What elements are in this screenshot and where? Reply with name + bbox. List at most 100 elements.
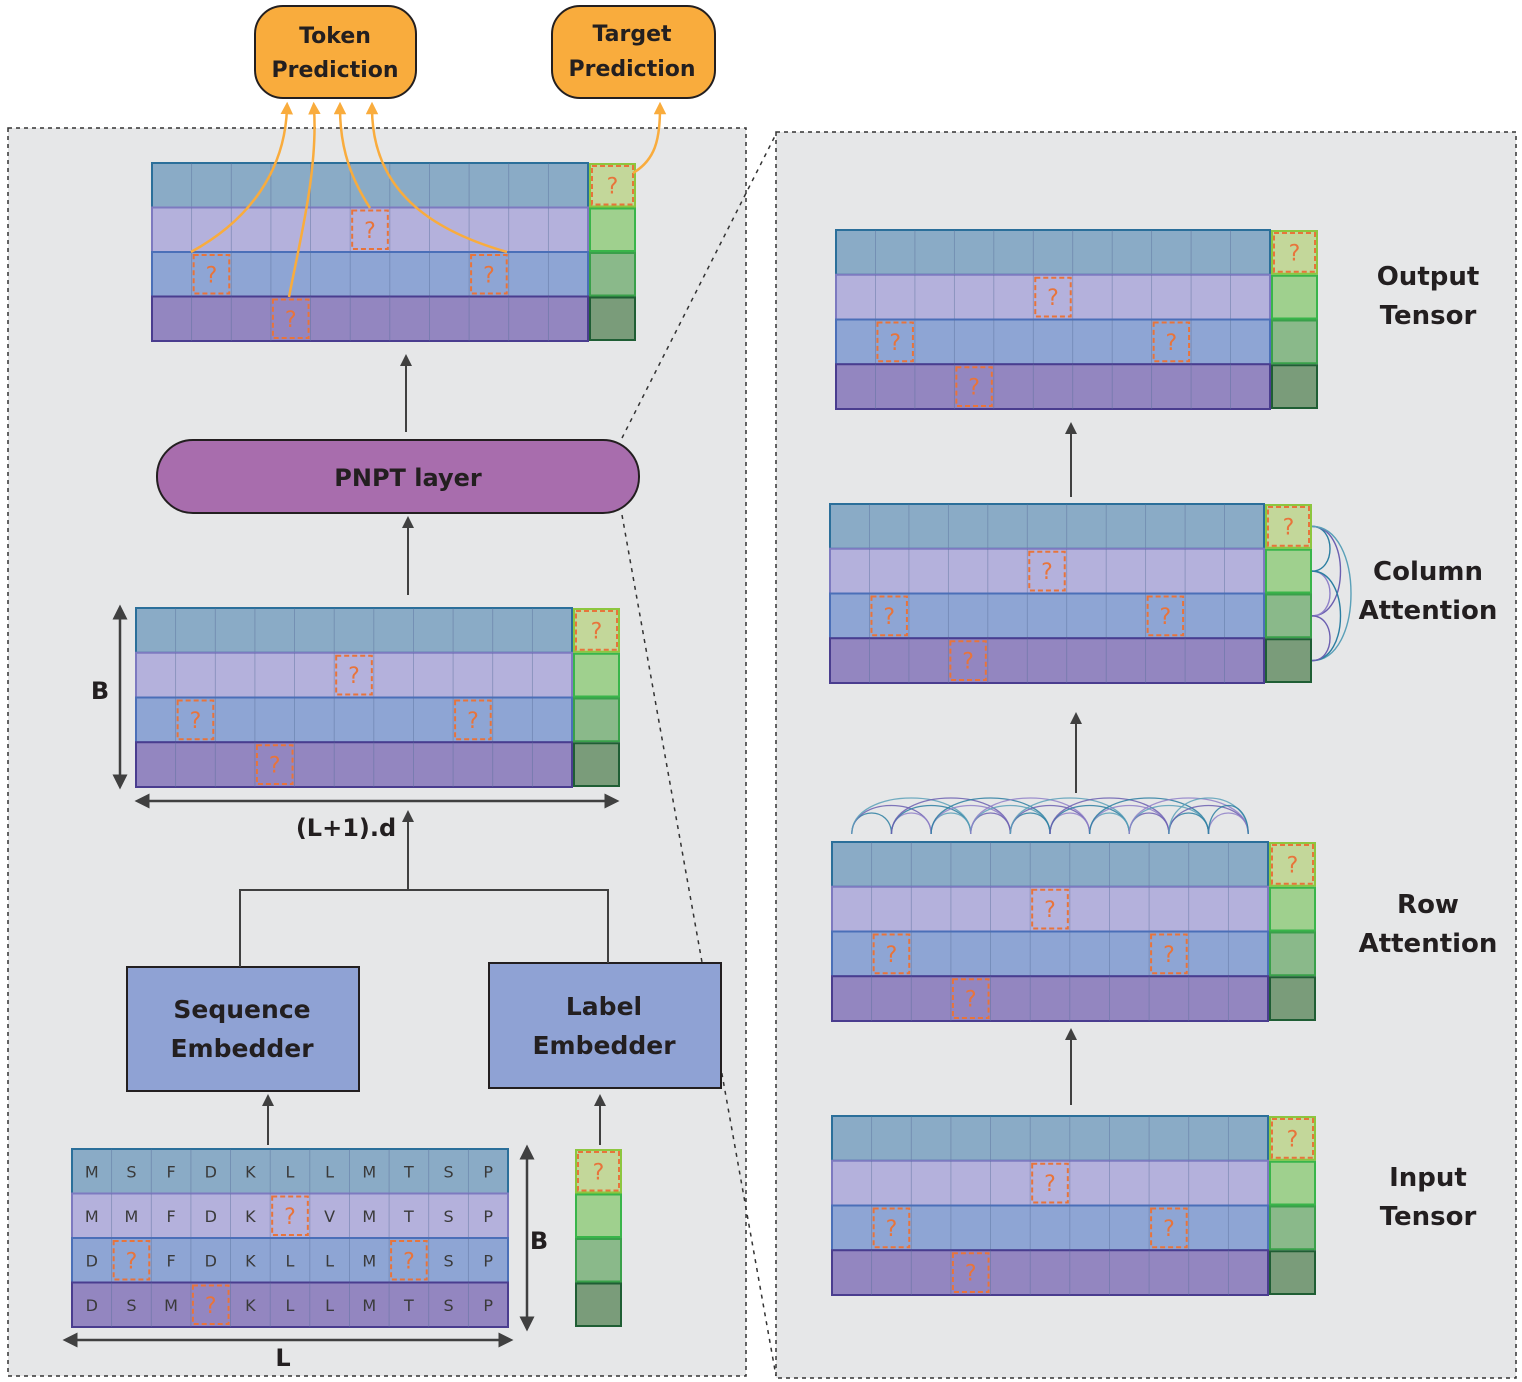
column-attention-tensor-row xyxy=(829,637,1265,684)
column-attention-tensor: ????? xyxy=(829,503,1312,684)
right-output-tensor-mask-box xyxy=(1034,276,1072,318)
column-attention-tensor-label-cell xyxy=(1265,548,1312,594)
right-input-tensor: ????? xyxy=(831,1115,1316,1296)
left-output-tensor-mask-box xyxy=(470,254,508,295)
input-label-cell xyxy=(575,1193,622,1238)
prediction-arrow xyxy=(287,101,321,298)
sequence-residue: M xyxy=(85,1207,99,1226)
sequence-mask-symbol: ? xyxy=(205,1294,217,1319)
input-tensor-label-1: Input xyxy=(1389,1163,1467,1193)
sequence-residue: V xyxy=(324,1207,335,1226)
right-output-tensor-label-mask-symbol: ? xyxy=(1289,241,1301,266)
column-attention-arc xyxy=(1311,525,1342,617)
row-attention-tensor-mask-symbol: ? xyxy=(1044,898,1056,923)
zoom-line-bottom xyxy=(621,514,777,1377)
input-label-mask-symbol: ? xyxy=(593,1160,605,1185)
right-input-tensor-label-cell xyxy=(1269,1250,1316,1295)
input-b-label: B xyxy=(530,1227,548,1255)
right-input-tensor-mask-symbol: ? xyxy=(1163,1217,1175,1242)
row-attention-tensor-label-cell xyxy=(1269,886,1316,932)
row-attention-tensor-row xyxy=(831,841,1269,888)
left-embedded-tensor-row xyxy=(135,696,573,744)
sequence-residue: D xyxy=(86,1296,98,1315)
right-output-tensor-mask-box xyxy=(955,366,993,407)
sequence-residue: P xyxy=(483,1162,493,1181)
sequence-residue: K xyxy=(245,1162,256,1181)
sequence-mask-symbol: ? xyxy=(284,1205,296,1230)
label-embedder-label-2: Embedder xyxy=(532,1031,676,1060)
sequence-residue: M xyxy=(362,1296,376,1315)
right-output-tensor-label-mask-box xyxy=(1273,232,1316,273)
left-embedded-tensor-label-mask-symbol: ? xyxy=(591,619,603,644)
input-label-cell xyxy=(575,1238,622,1283)
sequence-embedder-box xyxy=(126,966,360,1092)
left-embedded-tensor-label-cell xyxy=(573,608,620,653)
row-attention-tensor-mask-symbol: ? xyxy=(965,988,977,1013)
sequence-residue: F xyxy=(166,1162,175,1181)
row-attention-tensor-mask-box xyxy=(951,978,990,1019)
right-input-tensor-row xyxy=(831,1115,1269,1162)
left-output-tensor-label-cell xyxy=(589,296,636,341)
sequence-residue: K xyxy=(245,1207,256,1226)
row-attention-arc xyxy=(1207,805,1249,835)
left-output-tensor-mask-box xyxy=(271,298,310,339)
left-output-tensor-row xyxy=(151,251,589,298)
right-input-tensor-row xyxy=(831,1159,1269,1207)
sequence-residue: D xyxy=(205,1162,217,1181)
pnpt-layer-box xyxy=(156,439,640,514)
target-prediction-label-2: Prediction xyxy=(568,57,695,82)
column-attention-tensor-label-cell xyxy=(1265,504,1312,549)
right-output-tensor-row xyxy=(835,229,1271,276)
sequence-residue: L xyxy=(286,1296,295,1315)
right-output-tensor-mask-symbol: ? xyxy=(889,331,901,356)
left-output-tensor-label-cell xyxy=(589,163,636,208)
sequence-residue: S xyxy=(443,1207,453,1226)
sequence-residue: D xyxy=(86,1251,98,1270)
right-output-tensor-label-cell xyxy=(1271,364,1318,409)
left-embedded-tensor-mask-box xyxy=(255,744,294,785)
sequence-residue: M xyxy=(85,1162,99,1181)
column-attention-tensor-row xyxy=(829,503,1265,550)
sequence-residue: F xyxy=(166,1251,175,1270)
zoom-line-top xyxy=(621,133,777,439)
left-output-tensor-label-cell xyxy=(589,207,636,252)
left-output-tensor-mask-box xyxy=(351,209,389,250)
left-embedded-tensor-label-cell xyxy=(573,742,620,787)
row-attention-tensor-label-cell xyxy=(1269,976,1316,1021)
right-output-tensor-mask-box xyxy=(1152,321,1191,363)
right-input-tensor-mask-symbol: ? xyxy=(886,1217,898,1242)
left-embedded-tensor: ????? xyxy=(135,607,620,788)
sequence-embedder-label-1: Sequence xyxy=(173,995,310,1024)
row-attention-arcs xyxy=(851,797,1249,835)
left-embedded-tensor-label-cell xyxy=(573,652,620,698)
right-input-tensor-row xyxy=(831,1204,1269,1252)
column-attention-tensor-mask-symbol: ? xyxy=(883,605,895,630)
sequence-residue: T xyxy=(403,1296,414,1315)
left-output-tensor-mask-symbol: ? xyxy=(285,308,297,333)
sequence-row xyxy=(71,1237,509,1284)
token-prediction-label-1: Token xyxy=(299,24,371,49)
column-attention-tensor-mask-symbol: ? xyxy=(962,650,974,675)
row-attention-tensor-row xyxy=(831,975,1269,1022)
label-embedder-label-1: Label xyxy=(566,992,642,1021)
sequence-residue: P xyxy=(483,1296,493,1315)
right-output-tensor-label-cell xyxy=(1271,230,1318,275)
row-attention-label-2: Attention xyxy=(1359,929,1498,959)
row-attention-tensor-label-cell xyxy=(1269,842,1316,887)
right-output-tensor-mask-symbol: ? xyxy=(968,376,980,401)
sequence-row xyxy=(71,1192,509,1239)
dim-b-label: B xyxy=(91,677,109,705)
column-attention-tensor-label-cell xyxy=(1265,593,1312,639)
input-label-mask-box xyxy=(577,1151,620,1192)
sequence-row xyxy=(71,1281,509,1328)
left-embedded-tensor-row xyxy=(135,607,573,654)
left-embedded-tensor-mask-box xyxy=(335,654,373,696)
sequence-residue: M xyxy=(362,1207,376,1226)
column-attention-tensor-mask-symbol: ? xyxy=(1160,605,1172,630)
sequence-residue: M xyxy=(164,1296,178,1315)
sequence-residue: P xyxy=(483,1251,493,1270)
column-attention-label-1: Column xyxy=(1373,557,1483,587)
